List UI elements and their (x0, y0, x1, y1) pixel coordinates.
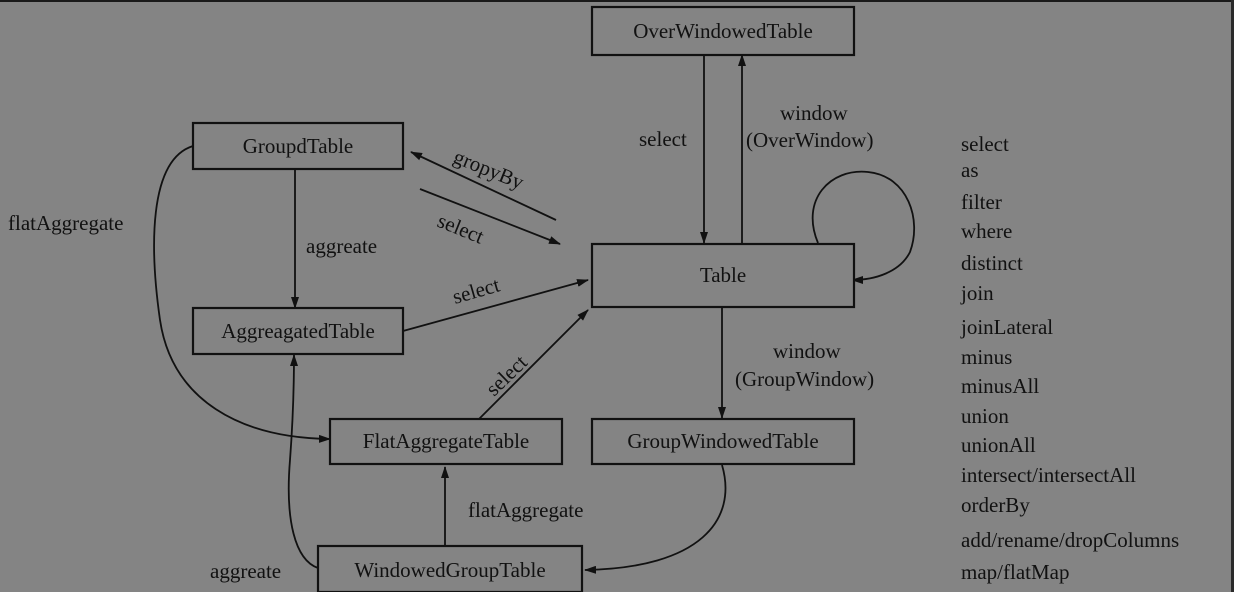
edge-group-window-to-windowed (584, 464, 727, 574)
label-over-window-arg: (OverWindow) (746, 128, 873, 152)
operation-item: map/flatMap (961, 560, 1069, 584)
node-groupd-table: GroupdTable (191, 121, 405, 171)
node-flat-aggregate-table: FlatAggregateTable (328, 417, 564, 466)
operation-item: as (961, 158, 979, 182)
label-group-window: window (773, 339, 842, 363)
operation-item: joinLateral (960, 315, 1053, 339)
operation-item: minusAll (961, 374, 1039, 398)
label-groupby: gropyBy (450, 144, 528, 194)
operation-item: unionAll (961, 433, 1036, 457)
node-label: GroupdTable (243, 134, 354, 158)
edge-groupd-to-table (419, 188, 561, 245)
edge-table-to-groupd (410, 151, 557, 221)
operation-item: filter (961, 190, 1002, 214)
operation-item: join (960, 281, 994, 305)
edge-windowed-to-aggregated (287, 354, 319, 569)
node-label: FlatAggregateTable (363, 429, 529, 453)
label-aggreate: aggreate (306, 234, 377, 258)
label-group-window-arg: (GroupWindow) (735, 367, 874, 391)
node-group-windowed-table: GroupWindowedTable (590, 417, 856, 466)
node-windowed-group-table: WindowedGroupTable (316, 544, 584, 592)
label-flat-select: select (481, 350, 532, 401)
node-label: WindowedGroupTable (354, 558, 545, 582)
operation-item: minus (961, 345, 1012, 369)
right-border (1231, 0, 1234, 592)
table-operations-list: select as filter where distinct join joi… (960, 132, 1179, 584)
operation-item: add/rename/dropColumns (961, 528, 1179, 552)
label-groupd-flat-aggregate: flatAggregate (8, 211, 123, 235)
label-windowed-aggreate: aggreate (210, 559, 281, 583)
operation-item: intersect/intersectAll (961, 463, 1136, 487)
operation-item: where (961, 219, 1012, 243)
edge-aggregated-to-table (402, 279, 589, 332)
node-table: Table (590, 242, 856, 309)
node-label: AggreagatedTable (221, 319, 375, 343)
node-label: GroupWindowedTable (627, 429, 818, 453)
label-groupd-select: select (434, 208, 487, 248)
label-over-select: select (639, 127, 687, 151)
node-label: OverWindowedTable (633, 19, 813, 43)
top-border (0, 0, 1234, 2)
node-aggregated-table: AggreagatedTable (191, 306, 405, 356)
label-windowed-flat-aggregate: flatAggregate (468, 498, 583, 522)
edge-flat-to-table (477, 309, 589, 421)
node-over-windowed-table: OverWindowedTable (590, 5, 856, 57)
operation-item: union (961, 404, 1009, 428)
edge-groupd-to-flat (153, 145, 331, 443)
edge-table-self-loop (811, 170, 915, 284)
label-over-window: window (780, 101, 849, 125)
operation-item: select (961, 132, 1009, 156)
operation-item: distinct (961, 251, 1023, 275)
label-aggregated-select: select (450, 273, 503, 309)
operation-item: orderBy (961, 493, 1030, 517)
node-label: Table (700, 263, 746, 287)
